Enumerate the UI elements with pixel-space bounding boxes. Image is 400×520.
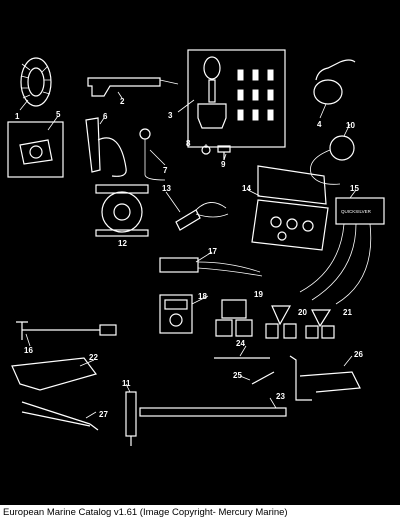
callout-10: 10 [346,121,355,130]
callout-8: 8 [186,139,191,148]
part-25-screwdriver [251,371,275,385]
part-21-adapter [305,309,335,339]
part-20-adapter [265,305,297,339]
callout-12: 12 [118,239,127,248]
callout-22: 22 [89,353,98,362]
part-18-multimeter [159,294,193,334]
callout-16: 16 [24,346,33,355]
image-caption: European Marine Catalog v1.61 (Image Cop… [0,505,400,520]
part-7-gauge-lead [139,128,166,181]
device-label: QUICKSILVER [341,209,372,214]
callout-6: 6 [103,112,108,121]
leader-lines [19,91,357,419]
part-9-adapter [217,145,231,160]
callout-27: 27 [99,410,108,419]
part-16-probe [16,321,117,340]
callout-7: 7 [163,166,168,175]
callout-5: 5 [56,110,61,119]
part-27-pliers [21,401,99,431]
callout-4: 4 [317,120,322,129]
part-26-c-clamp [289,355,361,401]
callout-9: 9 [221,160,226,169]
callout-15: 15 [350,184,359,193]
callout-3: 3 [168,111,173,120]
part-6-grease-gun [85,117,127,177]
part-14-socket-case [251,165,329,251]
callout-2: 2 [120,97,125,106]
part-22-bracket [11,357,98,391]
part-3-lifting-eye-kit [187,49,286,148]
callout-14: 14 [242,184,251,193]
callout-18: 18 [198,292,207,301]
callout-13: 13 [162,184,171,193]
part-13-timing-light [175,202,229,231]
callout-23: 23 [276,392,285,401]
callout-24: 24 [236,339,245,348]
part-10-pressure-gauge [310,135,355,185]
callout-17: 17 [208,247,217,256]
callout-20: 20 [298,308,307,317]
part-23-long-bar [139,407,287,417]
part-5-boxed-fitting [7,121,64,178]
part-11-t-handle [125,391,137,446]
callout-25: 25 [233,371,242,380]
callout-21: 21 [343,308,352,317]
part-19-adapter [215,299,253,337]
callout-26: 26 [354,350,363,359]
part-4-motor [313,59,356,105]
callout-numbers: 1 2 3 4 5 6 7 8 9 10 11 12 13 14 15 16 1… [15,97,363,419]
callout-11: 11 [122,379,131,388]
parts-diagram: QUICKSILVER [7,49,385,446]
part-15-diagnostic-device: QUICKSILVER [299,197,385,305]
callout-19: 19 [254,290,263,299]
part-17-test-harness [159,257,263,277]
part-1-gear-wheel [20,57,52,107]
callout-1: 1 [15,112,20,121]
part-12-bearing-separator [95,184,149,237]
part-2-slide-bar [87,77,179,97]
